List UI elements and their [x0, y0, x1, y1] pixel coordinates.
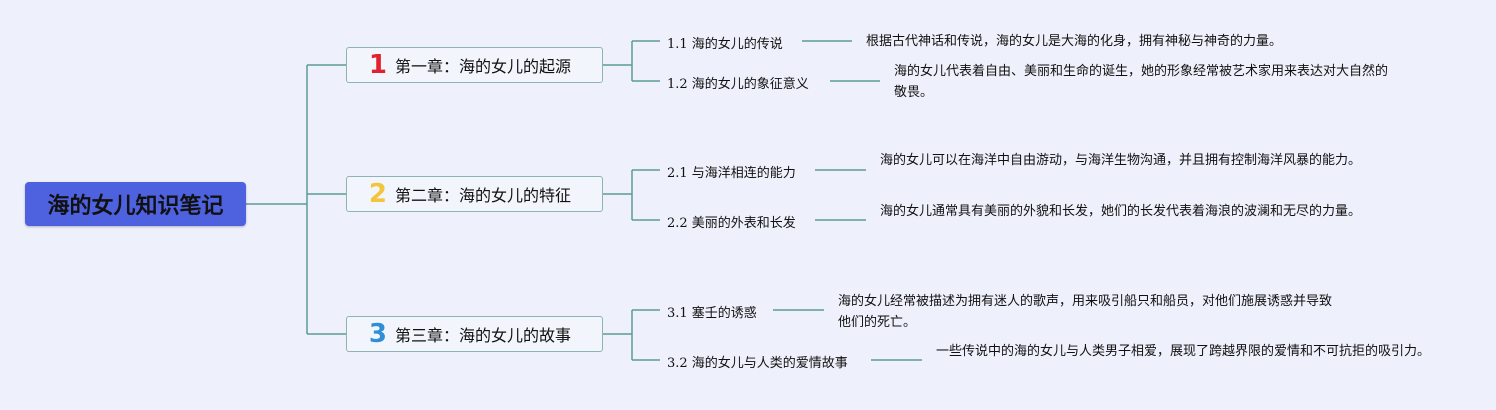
chapter-number-3: 3	[368, 319, 387, 349]
chapter-number-1: 1	[368, 50, 387, 80]
root-title: 海的女儿知识笔记	[47, 194, 224, 219]
chapter-title-3: 第三章：海的女儿的故事	[395, 326, 572, 345]
connector-ch2	[603, 169, 660, 221]
chapter-title-1: 第一章：海的女儿的起源	[395, 57, 572, 76]
description-2-1: 海的女儿可以在海洋中自由游动，与海洋生物沟通，并且拥有控制海洋风暴的能力。	[880, 153, 1362, 168]
chapter-node-2[interactable]: 2 第二章：海的女儿的特征	[346, 176, 603, 212]
connector-ch3	[603, 309, 660, 361]
description-3-1: 海的女儿经常被描述为拥有迷人的歌声，用来吸引船只和船员，对他们施展诱惑并导致他们…	[838, 294, 1333, 330]
description-3-2: 一些传说中的海的女儿与人类男子相爱，展现了跨越界限的爱情和不可抗拒的吸引力。	[936, 344, 1431, 359]
subtopic-3-1[interactable]: 3.1 塞壬的诱惑	[667, 306, 757, 321]
chapter-node-3[interactable]: 3 第三章：海的女儿的故事	[346, 316, 603, 352]
chapter-node-1[interactable]: 1 第一章：海的女儿的起源	[346, 47, 603, 83]
subtopic-2-1[interactable]: 2.1 与海洋相连的能力	[667, 166, 796, 181]
description-2-2: 海的女儿通常具有美丽的外貌和长发，她们的长发代表着海浪的波澜和无尽的力量。	[880, 204, 1362, 219]
description-1-2: 海的女儿代表着自由、美丽和生命的诞生，她的形象经常被艺术家用来表达对大自然的敬畏…	[894, 64, 1389, 100]
subtopic-2-2[interactable]: 2.2 美丽的外表和长发	[667, 216, 796, 231]
connector-ch1	[603, 40, 660, 82]
subtopic-1-2[interactable]: 1.2 海的女儿的象征意义	[667, 77, 809, 92]
subtopic-1-1[interactable]: 1.1 海的女儿的传说	[667, 37, 783, 52]
root-node[interactable]: 海的女儿知识笔记	[25, 182, 246, 226]
subtopic-3-2[interactable]: 3.2 海的女儿与人类的爱情故事	[667, 356, 848, 371]
description-1-1: 根据古代神话和传说，海的女儿是大海的化身，拥有神秘与神奇的力量。	[866, 34, 1283, 49]
chapter-number-2: 2	[368, 179, 387, 209]
chapter-title-2: 第二章：海的女儿的特征	[395, 186, 572, 205]
